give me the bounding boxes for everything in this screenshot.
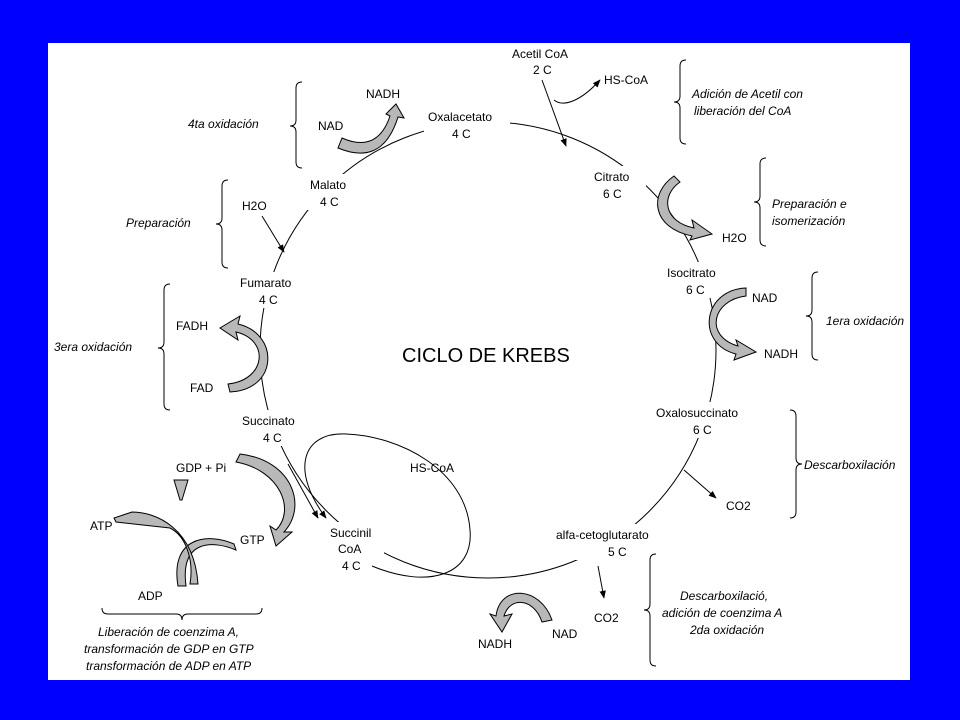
acetil-coa-carbons: 2 C [533,63,552,77]
nad-nadh-top-arrow [337,103,405,154]
annotation-descarboxilacion: Descarboxilación [804,458,896,472]
annotation-descarbox-2da-3: 2da oxidación [689,623,764,637]
isocitrato-label: Isocitrato [667,266,716,280]
alfa-bg [554,524,678,560]
brace-descarbox [789,409,803,519]
brace-preparacion-iso [753,157,767,247]
brace-3era [157,283,171,411]
fad-fadh-arrow [219,314,269,393]
oxalosuccinato-bg [652,402,758,438]
annotation-preparacion: Preparación [126,216,191,230]
h2o-left-arrow [261,215,285,253]
alfa-cetoglutarato-label: alfa-cetoglutarato [556,528,649,542]
succinil-carbons: 4 C [342,559,361,573]
nad-bottom-label: NAD [552,627,578,641]
oxalacetato-bg [424,106,510,142]
hs-coa-release-arrow [553,79,601,104]
adp-atp-arrow [113,511,199,585]
co2-alfa-label: CO2 [594,611,619,625]
citrato-label: Citrato [594,170,630,184]
annotation-adicion-2: liberación del CoA [694,104,791,118]
succinil-label: Succinil [330,526,371,540]
oxalacetato-carbons: 4 C [452,127,471,141]
fadh-label: FADH [176,319,208,333]
nadh-top-label: NADH [366,87,400,101]
succinato-carbons: 4 C [263,431,282,445]
brace-liberacion [101,607,263,621]
annotation-liberacion-2: transformación de GDP en GTP [84,642,254,656]
isocitrato-bg [664,262,730,298]
co2-oxalo-label: CO2 [726,499,751,513]
brace-preparacion [215,179,229,269]
annotation-1era-oxidacion: 1era oxidación [826,314,904,328]
succinil-bg [324,522,384,574]
gdp-gtp-arrow [235,453,296,547]
brace-4ta [289,81,303,169]
oxalosuccinato-carbons: 6 C [693,423,712,437]
annotation-4ta-oxidacion: 4ta oxidación [188,117,259,131]
oxalacetato-label: Oxalacetato [428,110,492,124]
hs-coa-top-label: HS-CoA [604,73,648,87]
succinato-bg [238,410,310,446]
succinil-coa-label: CoA [338,542,361,556]
nad-nadh-bottom-arrow [488,592,553,633]
hs-coa-loop [304,433,471,578]
cycle-title: CICLO DE KREBS [402,345,570,367]
annotation-liberacion-1: Liberación de coenzima A, [98,625,239,639]
fad-label: FAD [190,381,214,395]
fumarato-label: Fumarato [240,276,292,290]
h2o-right-label: H2O [722,231,747,245]
acetil-bg [506,44,588,78]
citrato-bg [590,166,646,202]
atp-label: ATP [90,519,112,533]
oxalosuccinato-label: Oxalosuccinato [656,406,738,420]
gdp-pi-label: GDP + Pi [176,461,226,475]
annotation-liberacion-3: transformación de ADP en ATP [86,659,251,673]
annotation-descarbox-2da-1: Descarboxilació, [680,589,768,603]
annotation-descarbox-2da-2: adición de coenzima A [662,606,782,620]
brace-adicion [673,59,687,145]
isocitrato-carbons: 6 C [686,283,705,297]
fumarato-bg [236,272,306,308]
nadh-bottom-label: NADH [478,637,512,651]
annotation-prep-iso-1: Preparación e [772,197,847,211]
malato-label: Malato [310,178,346,192]
brace-1era [805,271,819,361]
acetil-entry-arrow [541,79,567,147]
malato-bg [306,174,362,210]
annotation-prep-iso-2: isomerización [772,214,846,228]
co2-oxalo-arrow [683,469,717,499]
brace-descarbox-2da [643,553,657,667]
nad-nadh-iso-arrow [708,287,758,361]
gtp-label: GTP [240,533,265,547]
h2o-right-arrow [657,175,714,241]
acetil-coa-label: Acetil CoA [512,47,568,61]
nadh-iso-label: NADH [764,347,798,361]
nad-top-label: NAD [318,119,344,133]
adp-label: ADP [138,589,163,603]
title-box [398,336,584,384]
co2-alfa-arrow [597,565,606,599]
annotation-adicion-1: Adición de Acetil con [691,87,803,101]
succinil-to-succinato-arrow [287,463,319,519]
hs-coa-mid-label: HS-CoA [410,461,454,475]
annotation-3era-oxidacion: 3era oxidación [54,340,132,354]
alfa-cetoglutarato-carbons: 5 C [608,545,627,559]
nad-iso-label: NAD [752,291,778,305]
fumarato-carbons: 4 C [259,293,278,307]
succinato-label: Succinato [242,414,295,428]
h2o-left-label: H2O [242,199,267,213]
citrato-carbons: 6 C [603,187,622,201]
malato-carbons: 4 C [320,195,339,209]
atp-up-arrow [173,479,189,501]
